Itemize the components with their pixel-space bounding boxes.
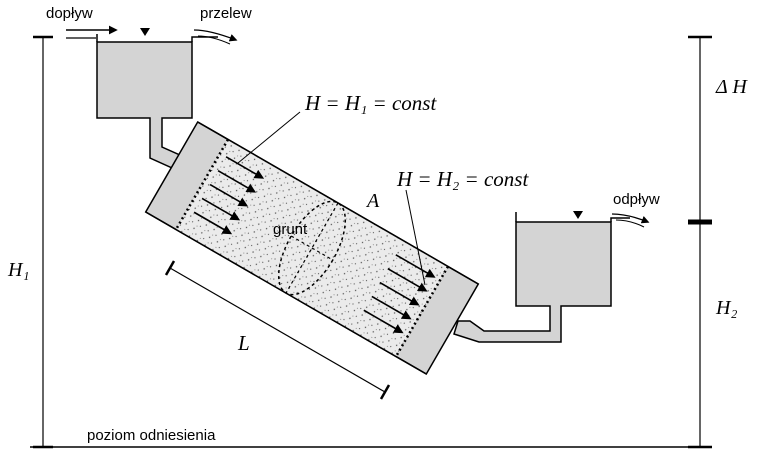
inflow-arrow — [66, 25, 118, 39]
head2-equation: H = H₂ = const — [396, 167, 529, 191]
h1-label: H₁ — [7, 259, 29, 281]
upper-porous-plate — [174, 138, 230, 231]
head1-leader — [237, 111, 301, 164]
right-dimension — [688, 35, 712, 449]
soil-label: grunt — [273, 221, 308, 238]
water-level-marker-upper — [140, 28, 150, 36]
inflow-label: dopływ — [46, 5, 93, 22]
specimen-container — [144, 120, 480, 376]
flow-arrows-downstream — [363, 254, 436, 334]
length-label: L — [237, 331, 250, 355]
lower-porous-plate — [394, 265, 450, 358]
datum-label: poziom odniesienia — [87, 427, 216, 444]
h1-dimension — [33, 35, 53, 449]
length-dimension — [164, 260, 391, 400]
delta-h-label: Δ H — [715, 76, 748, 98]
overflow-label: przelew — [200, 5, 252, 22]
lower-tank — [453, 211, 630, 343]
area-label: A — [365, 190, 380, 212]
water-level-marker-lower — [573, 211, 583, 219]
h2-label: H₂ — [715, 297, 737, 319]
head2-leader — [405, 189, 426, 286]
head1-equation: H = H₁ = const — [304, 91, 437, 115]
outflow-arrow — [611, 213, 650, 228]
outflow-label: odpływ — [613, 191, 660, 208]
flow-arrows-upstream — [193, 156, 265, 235]
overflow-arrow — [193, 29, 238, 45]
